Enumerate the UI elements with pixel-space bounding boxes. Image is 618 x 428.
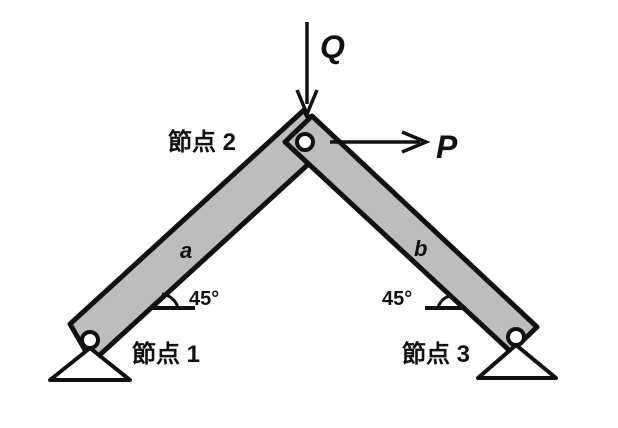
support-node-1 [48,346,132,382]
support-node-3 [476,343,558,380]
angle-indicator-right [425,294,466,310]
angle-right-label: 45° [382,288,412,310]
force-q-arrow [295,22,319,119]
node-3-label: 節点 3 [402,340,470,368]
force-q-label: Q [320,29,345,65]
angle-left-label: 45° [189,288,219,310]
member-a-label: a [180,238,192,263]
pin-node-2 [295,132,315,152]
force-p-arrow [330,130,431,154]
node-1-label: 節点 1 [132,340,200,368]
angle-indicator-left [150,292,195,310]
member-b-label: b [414,236,427,261]
pin-node-3 [506,327,526,347]
pin-node-1 [80,330,100,350]
node-2-label: 節点 2 [168,128,236,156]
force-p-label: P [436,129,458,165]
member-b [282,113,540,355]
